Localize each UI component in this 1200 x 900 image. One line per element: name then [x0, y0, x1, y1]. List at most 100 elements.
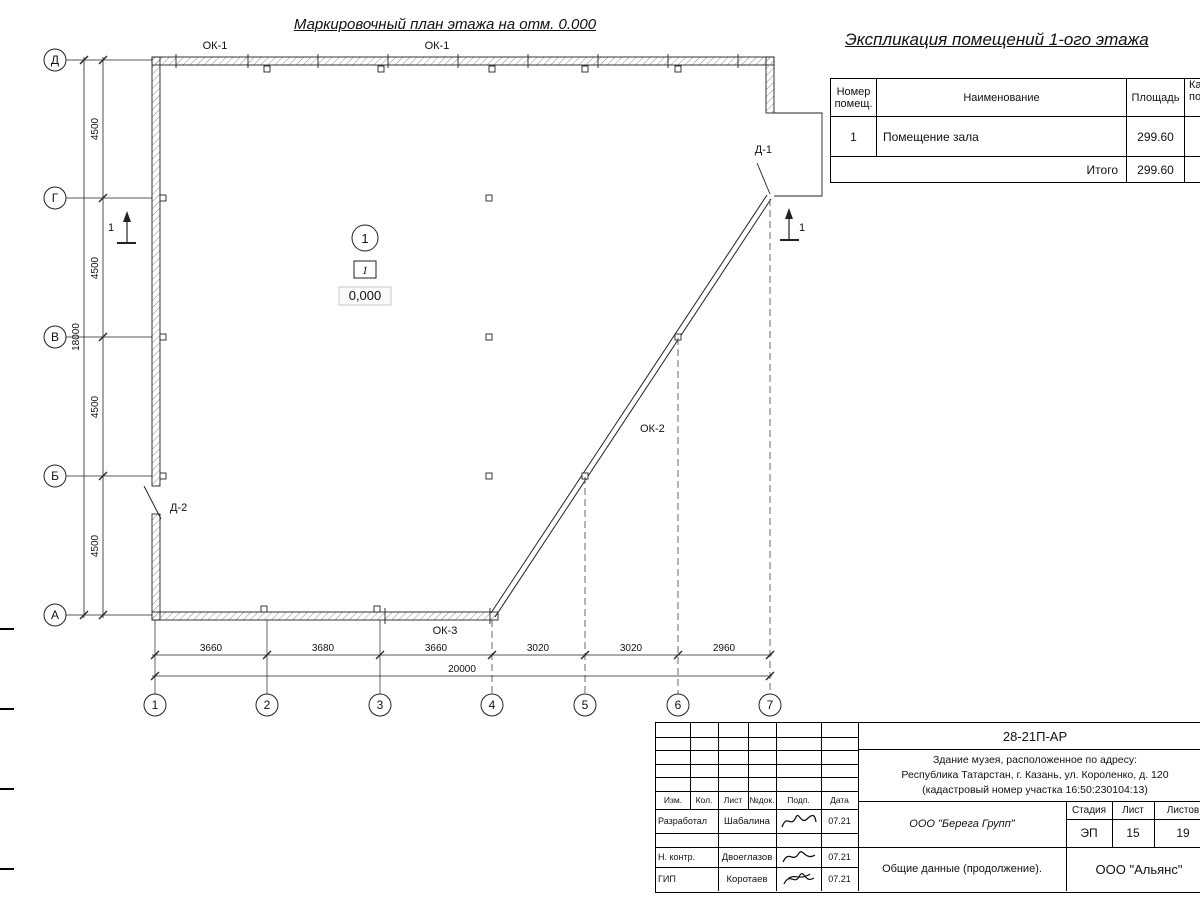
project-description-line2: Республика Татарстан, г. Казань, ул. Кор… — [901, 768, 1169, 781]
element-labels: ОК-1 ОК-1 ОК-2 ОК-3 Д-1 Д-2 — [170, 40, 772, 637]
axis-col-4: 4 — [489, 698, 496, 712]
axis-labels: Д Г В Б А 1 2 3 4 5 6 7 — [51, 53, 774, 712]
axis-dashed-lines — [491, 199, 771, 694]
sheets-label: Листов — [1166, 804, 1200, 816]
axis-col-2: 2 — [264, 698, 271, 712]
sign-role-3: ГИП — [658, 874, 676, 884]
room-row-name: Помещение зала — [877, 117, 1127, 157]
doc-title: Общие данные (продолжение). — [882, 863, 1042, 875]
col-header-area: Площадь — [1127, 79, 1185, 117]
project-description: Здание музея, расположенное по адресу: Р… — [858, 749, 1200, 801]
section-left-label: 1 — [108, 222, 114, 234]
col-header-category-line1: Ка — [1189, 79, 1200, 91]
col-header-number-line2: помещ. — [834, 97, 873, 110]
project-description-line1: Здание музея, расположенное по адресу: — [932, 753, 1138, 766]
title-block: Изм. Кол. Лист №док. Подп. Дата Разработ… — [655, 722, 1200, 893]
sign-date-3: 07.21 — [828, 874, 851, 884]
elevation-mark: 0,000 — [349, 288, 382, 303]
client-company: ООО "Альянс" — [1095, 861, 1183, 877]
stage-label: Стадия — [1071, 804, 1107, 816]
dim-bottom-3: 3660 — [425, 643, 448, 654]
signature-2 — [776, 847, 821, 867]
dim-bottom-1: 3660 — [200, 643, 223, 654]
room-row-area: 299.60 — [1127, 117, 1185, 157]
door-d2 — [143, 485, 162, 520]
dim-bottom-total: 20000 — [448, 664, 476, 675]
sheets-value: 19 — [1176, 826, 1190, 840]
dim-bottom-5: 3020 — [620, 643, 643, 654]
dim-bottom-4: 3020 — [527, 643, 550, 654]
axis-col-1: 1 — [152, 698, 159, 712]
label-ok2: ОК-2 — [640, 423, 665, 435]
sign-name-3: Коротаев — [726, 873, 768, 885]
explication-table: Номер помещ. Наименование Площадь Ка по … — [830, 78, 1200, 183]
rev-header-data: Дата — [830, 795, 849, 805]
axis-row-a: А — [51, 608, 59, 622]
signature-scribble — [780, 814, 817, 828]
axis-extension-lines — [66, 59, 381, 694]
sheet-value: 15 — [1126, 826, 1140, 840]
label-ok3: ОК-3 — [433, 625, 458, 637]
col-header-number: Номер помещ. — [831, 79, 877, 117]
column-markers — [159, 65, 682, 613]
axis-row-b: Б — [51, 469, 59, 483]
walls — [151, 56, 775, 621]
plan-title: Маркировочный план этажа на отм. 0.000 — [293, 16, 597, 33]
rev-header-izm: Изм. — [663, 795, 683, 805]
label-ok1-a: ОК-1 — [203, 40, 228, 52]
col-header-category: Ка по — [1185, 79, 1200, 117]
rev-header-list: Лист — [723, 795, 743, 805]
axis-col-6: 6 — [675, 698, 682, 712]
axis-row-v: В — [51, 330, 59, 344]
total-label-cell: Итого — [831, 157, 1127, 183]
total-area-cell: 299.60 — [1127, 157, 1185, 183]
sign-name-1: Шабалина — [724, 815, 770, 827]
axis-row-d: Д — [51, 53, 59, 67]
axis-col-3: 3 — [377, 698, 384, 712]
col-header-name-text: Наименование — [963, 91, 1040, 104]
floor-plan-drawing: 4500 4500 4500 4500 18000 3660 3680 3660… — [43, 40, 823, 717]
design-company: ООО "Берега Групп" — [909, 818, 1015, 830]
room-type: 1 — [362, 263, 368, 277]
dim-bottom-2: 3680 — [312, 643, 335, 654]
dim-bottom-6: 2960 — [713, 643, 736, 654]
window-ticks — [175, 54, 739, 624]
col-header-name: Наименование — [877, 79, 1127, 117]
sheet-label: Лист — [1122, 804, 1144, 816]
rev-header-kol: Кол. — [695, 795, 713, 805]
room-marker: 1 1 0,000 — [338, 224, 392, 306]
dim-left-2: 4500 — [90, 256, 101, 279]
project-description-line3: (кадастровый номер участка 16:50:230104:… — [922, 783, 1148, 796]
signature-scribble — [782, 873, 814, 885]
dim-left-3: 4500 — [90, 395, 101, 418]
sign-role-2: Н. контр. — [658, 852, 696, 862]
sign-date-2: 07.21 — [828, 852, 851, 862]
col-header-category-line2: по — [1189, 91, 1200, 103]
sign-name-2: Двоеглазов — [721, 851, 773, 863]
section-mark-left: 1 — [108, 211, 136, 244]
rev-header-ndok: №док. — [749, 795, 775, 805]
signature-1 — [776, 809, 821, 833]
sheet-edge-mark — [0, 788, 14, 790]
sign-date-1: 07.21 — [828, 816, 851, 826]
dimension-lines — [83, 57, 772, 677]
signature-3 — [776, 867, 821, 891]
sheet-edge-mark — [0, 708, 14, 710]
dimension-ticks — [79, 55, 775, 681]
dim-left-total: 18000 — [71, 323, 82, 351]
label-d1: Д-1 — [755, 144, 772, 156]
signature-scribble — [781, 851, 815, 863]
room-row-category — [1185, 117, 1200, 157]
dim-left-1: 4500 — [90, 117, 101, 140]
axis-col-7: 7 — [767, 698, 774, 712]
stage-value: ЭП — [1080, 826, 1098, 840]
dim-left-4: 4500 — [90, 534, 101, 557]
axis-bubbles — [43, 48, 782, 717]
sheet-edge-mark — [0, 868, 14, 870]
rev-header-podp: Подп. — [787, 795, 810, 805]
dimension-texts: 4500 4500 4500 4500 18000 3660 3680 3660… — [71, 117, 736, 675]
room-row-number: 1 — [831, 117, 877, 157]
label-d2: Д-2 — [170, 502, 187, 514]
room-number: 1 — [361, 231, 368, 246]
col-header-area-text: Площадь — [1131, 91, 1180, 104]
